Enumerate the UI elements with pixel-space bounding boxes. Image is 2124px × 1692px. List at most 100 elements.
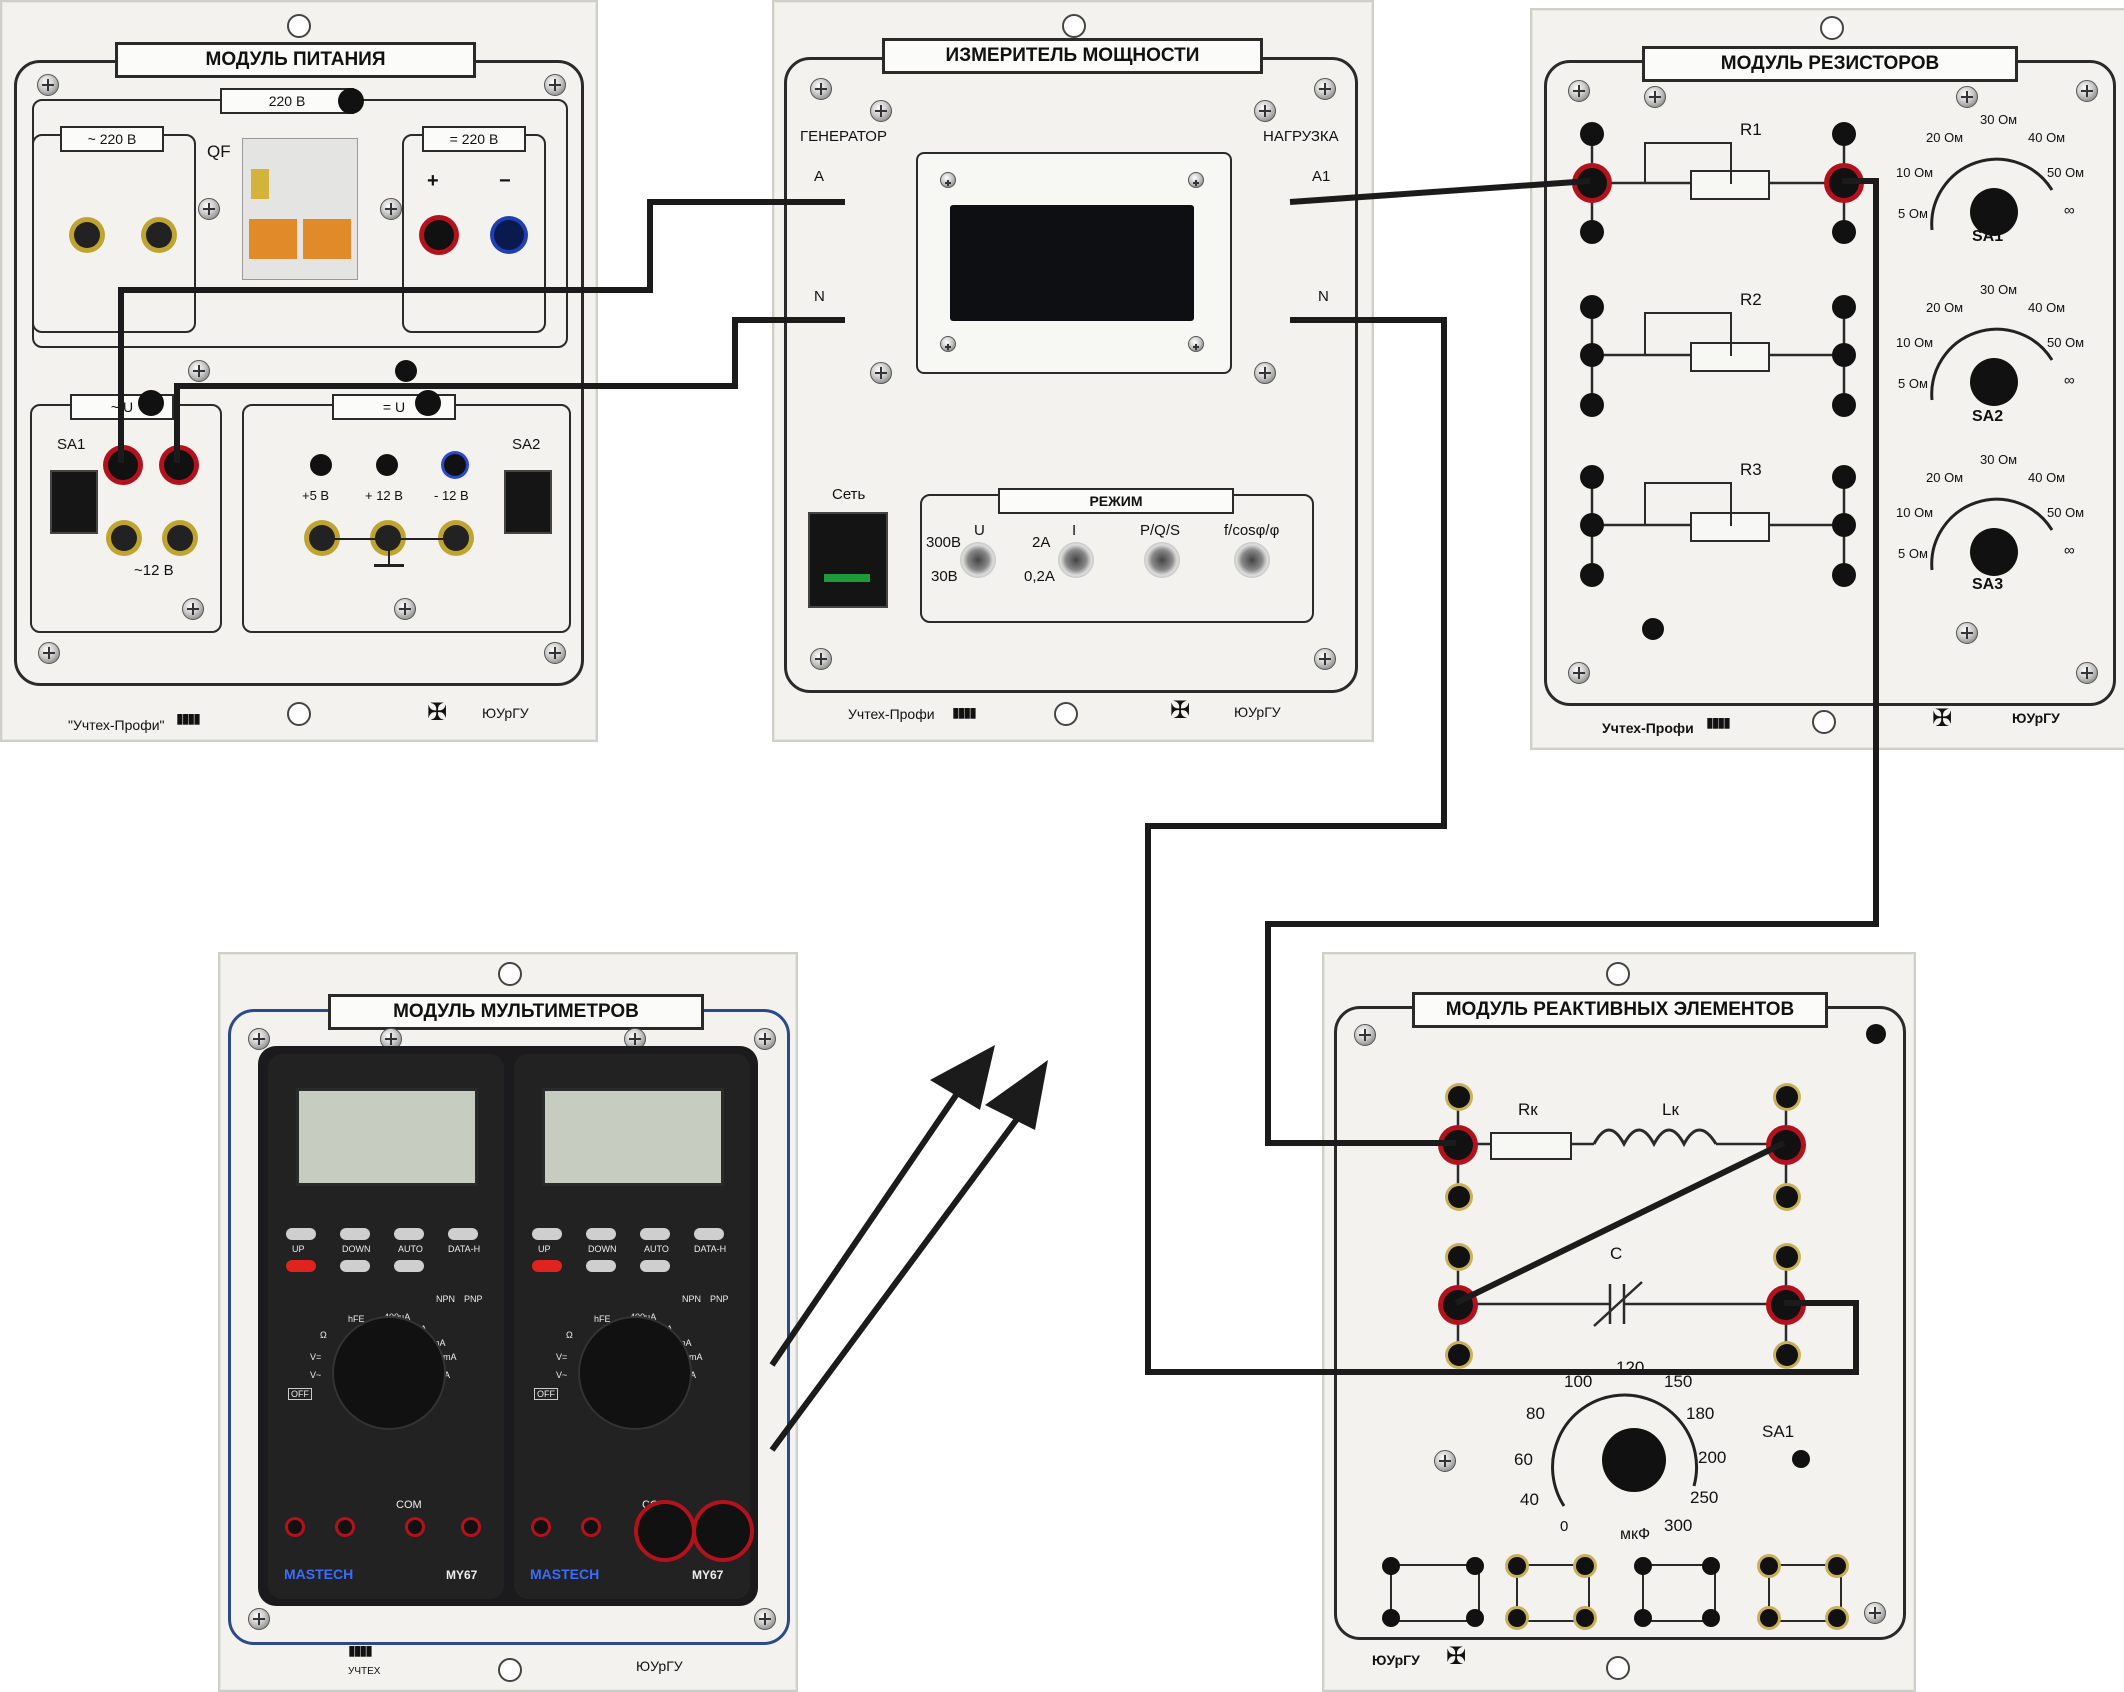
- current-range-toggle[interactable]: [1058, 542, 1094, 578]
- bottom-jack[interactable]: [1828, 1609, 1846, 1627]
- bottom-jack[interactable]: [1382, 1609, 1400, 1627]
- sa1-dial[interactable]: 5 Ом 10 Ом 20 Ом 30 Ом 40 Ом 50 Ом ∞: [1892, 110, 2092, 250]
- r3-jack-top-left[interactable]: [1580, 465, 1604, 489]
- capacitance-knob[interactable]: [1602, 1428, 1666, 1492]
- r3-jack-bot-left[interactable]: [1580, 563, 1604, 587]
- r2-jack-mid-right[interactable]: [1832, 343, 1856, 367]
- r1-jack-bot-right[interactable]: [1832, 220, 1856, 244]
- jack-group-2[interactable]: [1516, 1564, 1590, 1622]
- mode-button[interactable]: [394, 1260, 424, 1272]
- data-button[interactable]: [694, 1228, 724, 1240]
- ma-input-jack[interactable]: [338, 1520, 352, 1534]
- bottom-jack[interactable]: [1828, 1557, 1846, 1575]
- m12-jack[interactable]: [444, 454, 466, 476]
- r3-jack-top-right[interactable]: [1832, 465, 1856, 489]
- r1-jack-mid-left[interactable]: [1577, 168, 1607, 198]
- mode-button[interactable]: [640, 1260, 670, 1272]
- r1-jack-top-left[interactable]: [1580, 122, 1604, 146]
- jack-group-4[interactable]: [1768, 1564, 1842, 1622]
- auto-button[interactable]: [640, 1228, 670, 1240]
- power-button[interactable]: [532, 1260, 562, 1272]
- sa2-switch[interactable]: [504, 470, 552, 534]
- bottom-jack[interactable]: [1760, 1609, 1778, 1627]
- dc-plus-jack[interactable]: [424, 220, 454, 250]
- down-button[interactable]: [340, 1228, 370, 1240]
- ac-u-low-jack-1[interactable]: [111, 525, 137, 551]
- sa3-knob[interactable]: [1970, 528, 2018, 576]
- bottom-jack[interactable]: [1508, 1609, 1526, 1627]
- r3-jack-bot-right[interactable]: [1832, 563, 1856, 587]
- c-jack-mid-right[interactable]: [1771, 1290, 1801, 1320]
- bottom-jack[interactable]: [1760, 1557, 1778, 1575]
- rl-jack-mid-left[interactable]: [1443, 1130, 1473, 1160]
- r2-jack-bot-right[interactable]: [1832, 393, 1856, 417]
- sa2-dial[interactable]: 5 Ом 10 Ом 20 Ом 30 Ом 40 Ом 50 Ом ∞: [1892, 280, 2092, 420]
- rotary-selector[interactable]: [578, 1316, 692, 1430]
- v-input-jack[interactable]: [464, 1520, 478, 1534]
- c-jack-top-left[interactable]: [1448, 1246, 1470, 1268]
- bottom-jack[interactable]: [1508, 1557, 1526, 1575]
- bottom-jack[interactable]: [1702, 1609, 1720, 1627]
- bottom-jack[interactable]: [1466, 1557, 1484, 1575]
- bottom-jack[interactable]: [1634, 1609, 1652, 1627]
- sa1-switch[interactable]: [50, 470, 98, 534]
- rl-jack-mid-right[interactable]: [1771, 1130, 1801, 1160]
- auto-button[interactable]: [394, 1228, 424, 1240]
- rl-jack-bot-left[interactable]: [1448, 1186, 1470, 1208]
- p12-jack[interactable]: [376, 454, 398, 476]
- voltage-range-toggle[interactable]: [960, 542, 996, 578]
- up-button[interactable]: [532, 1228, 562, 1240]
- 10a-input-jack[interactable]: [288, 1520, 302, 1534]
- ac-u-jack-2[interactable]: [164, 450, 194, 480]
- bottom-jack[interactable]: [1576, 1557, 1594, 1575]
- r1-jack-mid-right[interactable]: [1829, 168, 1859, 198]
- rl-jack-bot-right[interactable]: [1776, 1186, 1798, 1208]
- capacitance-dial[interactable]: [1524, 1366, 1744, 1516]
- c-jack-mid-left[interactable]: [1443, 1290, 1473, 1320]
- com-input-jack[interactable]: [634, 1500, 696, 1562]
- p5-jack[interactable]: [310, 454, 332, 476]
- hold-button[interactable]: [586, 1260, 616, 1272]
- bottom-jack[interactable]: [1466, 1609, 1484, 1627]
- sa3-dial[interactable]: 5 Ом 10 Ом 20 Ом 30 Ом 40 Ом 50 Ом ∞: [1892, 450, 2092, 590]
- sa2-knob[interactable]: [1970, 358, 2018, 406]
- 10a-input-jack[interactable]: [534, 1520, 548, 1534]
- fcos-button[interactable]: [1234, 542, 1270, 578]
- r3-jack-mid-right[interactable]: [1832, 513, 1856, 537]
- r2-jack-top-right[interactable]: [1832, 295, 1856, 319]
- network-switch[interactable]: [808, 512, 888, 608]
- rotary-selector[interactable]: [332, 1316, 446, 1430]
- r2-jack-top-left[interactable]: [1580, 295, 1604, 319]
- bottom-jack[interactable]: [1382, 1557, 1400, 1575]
- up-button[interactable]: [286, 1228, 316, 1240]
- dc-minus-jack[interactable]: [494, 220, 524, 250]
- ma-input-jack[interactable]: [584, 1520, 598, 1534]
- circuit-breaker[interactable]: [242, 138, 358, 280]
- down-button[interactable]: [586, 1228, 616, 1240]
- rl-jack-top-left[interactable]: [1448, 1086, 1470, 1108]
- breaker-handle-2[interactable]: [303, 219, 351, 259]
- jack-group-1[interactable]: [1390, 1564, 1480, 1622]
- c-jack-top-right[interactable]: [1776, 1246, 1798, 1268]
- r2-jack-mid-left[interactable]: [1580, 343, 1604, 367]
- bottom-jack[interactable]: [1702, 1557, 1720, 1575]
- sa1-knob[interactable]: [1970, 188, 2018, 236]
- c-jack-bot-right[interactable]: [1776, 1344, 1798, 1366]
- pqs-button[interactable]: [1144, 542, 1180, 578]
- r1-jack-bot-left[interactable]: [1580, 220, 1604, 244]
- r3-jack-mid-left[interactable]: [1580, 513, 1604, 537]
- jack-group-3[interactable]: [1642, 1564, 1716, 1622]
- v-input-jack[interactable]: [692, 1500, 754, 1562]
- ac-u-low-jack-2[interactable]: [167, 525, 193, 551]
- hold-button[interactable]: [340, 1260, 370, 1272]
- c-jack-bot-left[interactable]: [1448, 1344, 1470, 1366]
- ac-u-jack-1[interactable]: [108, 450, 138, 480]
- bottom-jack[interactable]: [1634, 1557, 1652, 1575]
- breaker-handle-1[interactable]: [249, 219, 297, 259]
- power-button[interactable]: [286, 1260, 316, 1272]
- r1-jack-top-right[interactable]: [1832, 122, 1856, 146]
- rl-jack-top-right[interactable]: [1776, 1086, 1798, 1108]
- ac-jack-2[interactable]: [146, 222, 172, 248]
- r2-jack-bot-left[interactable]: [1580, 393, 1604, 417]
- bottom-jack[interactable]: [1576, 1609, 1594, 1627]
